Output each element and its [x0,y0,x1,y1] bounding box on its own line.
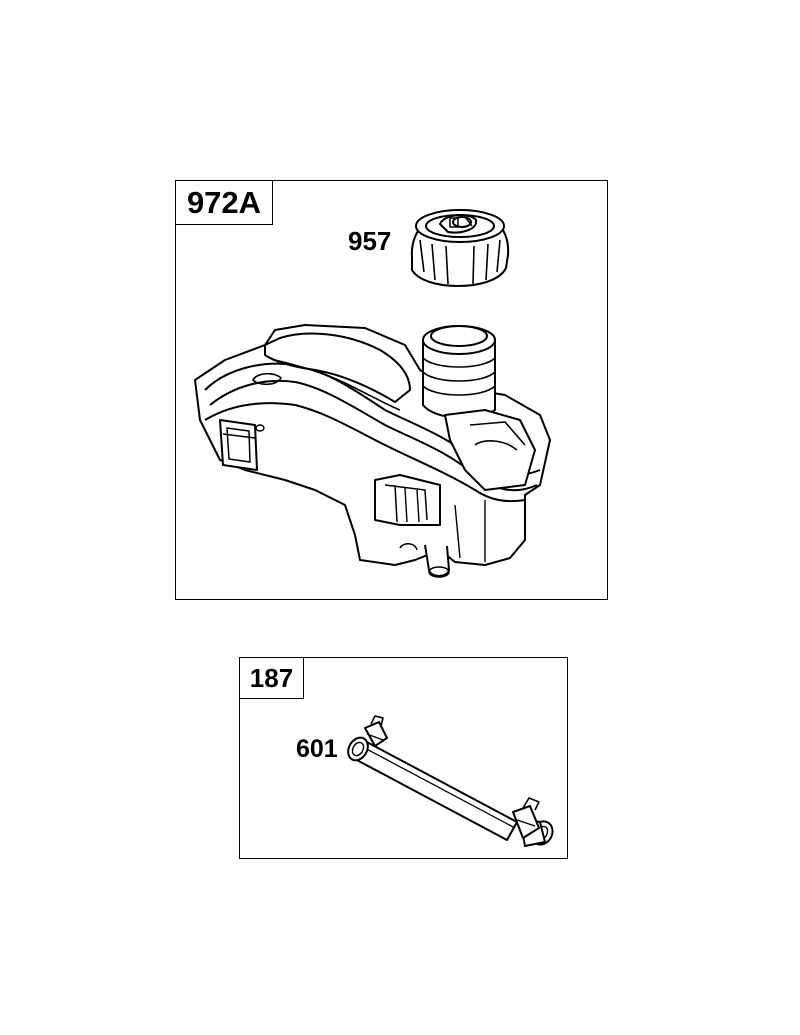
fuel-hose-icon [345,710,555,855]
kit-number-label: 972A [176,181,273,225]
part-callout-fuel-hose: 601 [296,735,338,763]
part-callout-fuel-cap: 957 [348,226,392,256]
kit-number-label: 187 [240,658,304,699]
fuel-cap-icon [400,200,520,290]
fuel-tank-icon [185,310,560,590]
